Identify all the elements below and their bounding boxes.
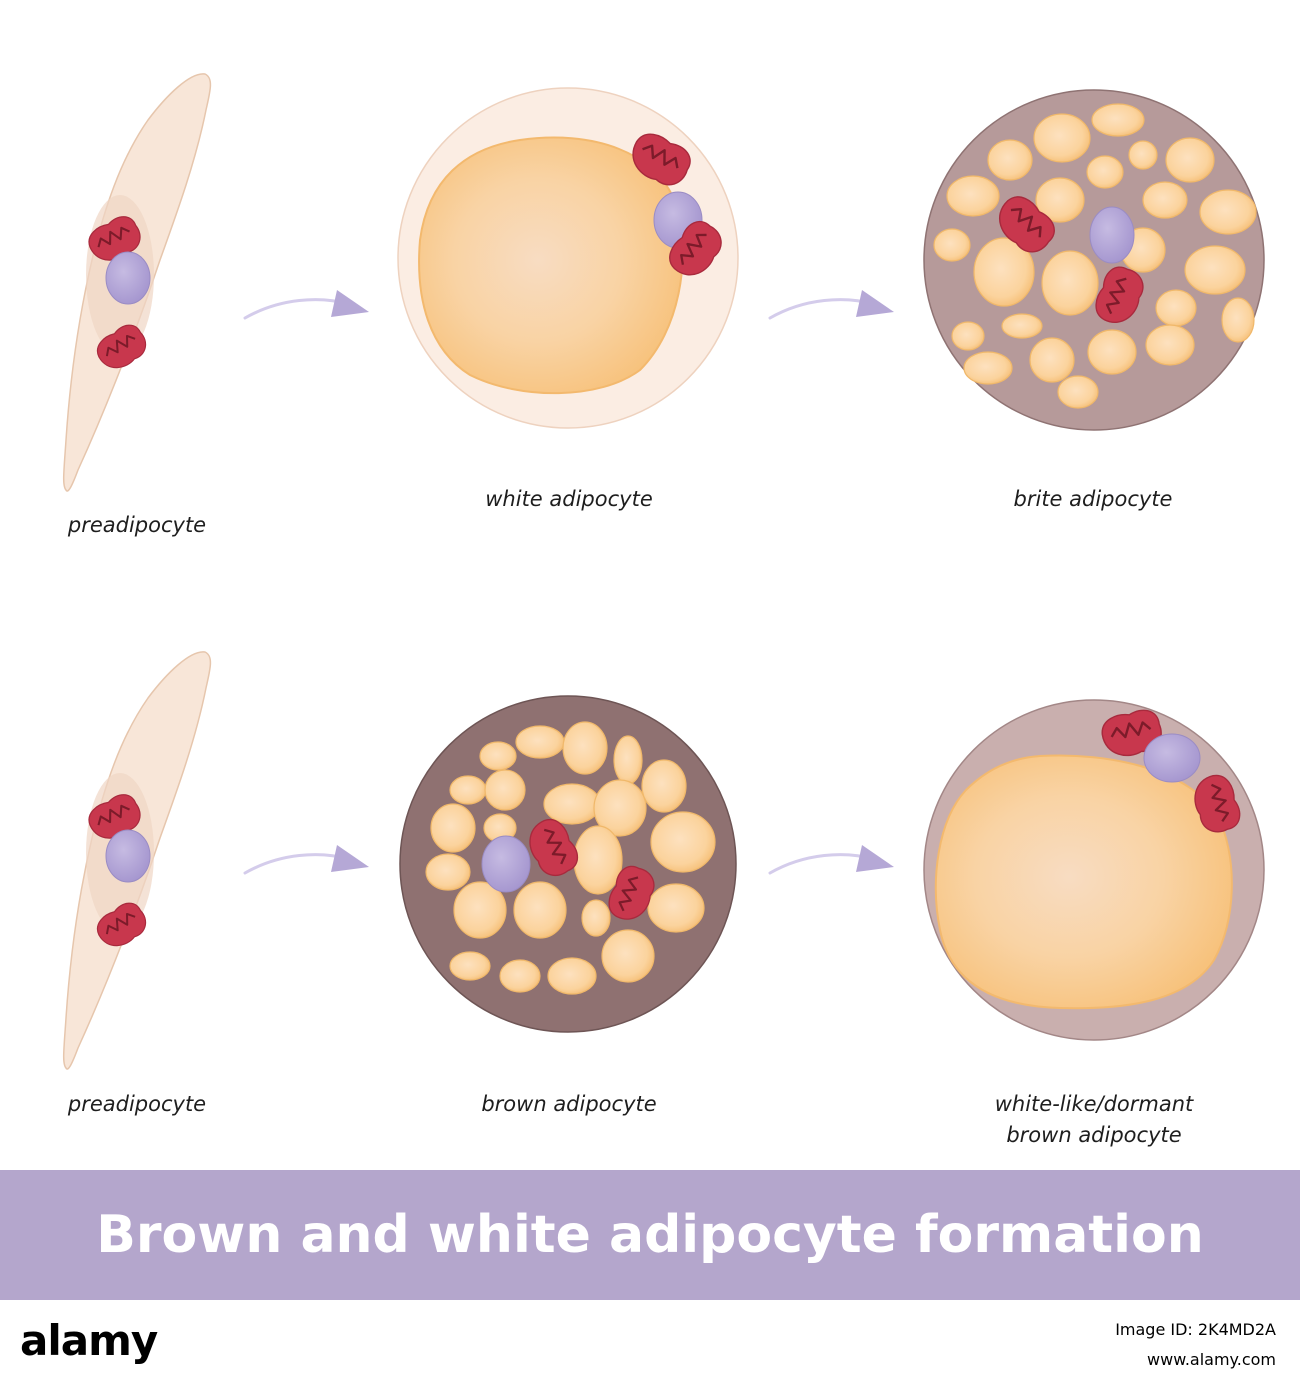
site-link[interactable]: www.alamy.com	[1147, 1350, 1276, 1369]
footer-bar: alamy Image ID: 2K4MD2A www.alamy.com	[0, 1300, 1300, 1390]
arrow-icon	[243, 843, 371, 875]
arrow-icon	[243, 288, 371, 320]
label-preadipocyte-top: preadipocyte	[67, 513, 207, 537]
preadipocyte-cell-top	[62, 73, 212, 492]
label-brown-adipocyte: brown adipocyte	[481, 1092, 657, 1116]
brite-adipocyte-cell	[923, 89, 1265, 431]
page-title: Brown and white adipocyte formation	[96, 1205, 1204, 1265]
dormant-adipocyte-cell	[923, 699, 1265, 1041]
diagram-canvas	[62, 73, 1265, 1070]
label-dormant-line1: white-like/dormant	[994, 1092, 1194, 1116]
diagram-stage	[62, 73, 1265, 1070]
label-brite-adipocyte: brite adipocyte	[1013, 487, 1173, 511]
preadipocyte-cell-bottom	[62, 651, 212, 1070]
title-banner: Brown and white adipocyte formation	[0, 1170, 1300, 1300]
brown-adipocyte-cell	[399, 695, 737, 1033]
white-adipocyte-cell	[397, 87, 739, 429]
label-dormant-line2: brown adipocyte	[1006, 1123, 1182, 1147]
arrow-icon	[768, 288, 896, 320]
label-white-adipocyte: white adipocyte	[485, 487, 653, 511]
label-preadipocyte-bottom: preadipocyte	[67, 1092, 207, 1116]
image-id-text: Image ID: 2K4MD2A	[1115, 1320, 1276, 1339]
alamy-logo[interactable]: alamy	[20, 1316, 158, 1365]
arrow-icon	[768, 843, 896, 875]
